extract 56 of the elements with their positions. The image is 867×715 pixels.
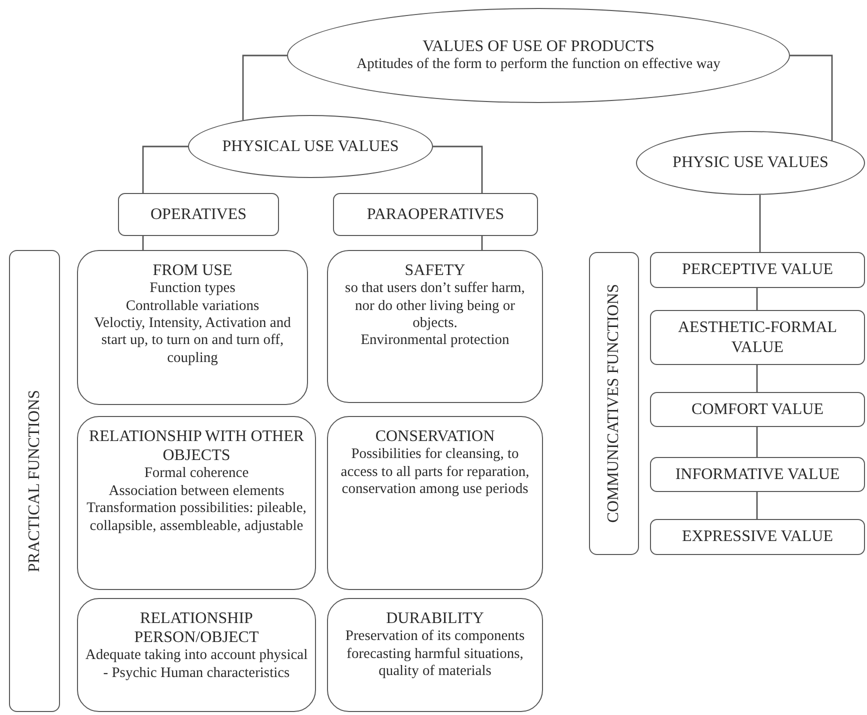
- node-heading: PHYSIC USE VALUES: [672, 153, 828, 173]
- connector-line: [142, 146, 188, 193]
- connector-line: [756, 427, 758, 457]
- node-heading: DURABILITY: [386, 609, 484, 628]
- node-text: Possibilities for cleansing, to access to all parts for reparation, conservation among use periods: [340, 446, 530, 498]
- connector-line: [759, 194, 761, 252]
- connector-line: [756, 288, 758, 310]
- connector-line: [433, 146, 483, 193]
- node-heading: COMFORT VALUE: [692, 400, 824, 420]
- node-text: so that users don’t suffer harm, nor do other living being or objects.: [344, 280, 526, 332]
- rounded-box: [327, 250, 543, 403]
- connector-line: [790, 54, 833, 141]
- rounded-box: [327, 416, 543, 590]
- vertical-label: PRACTICAL FUNCTIONS: [26, 390, 44, 572]
- vertical-band: [9, 250, 60, 712]
- rounded-box: [77, 598, 316, 712]
- node-heading: EXPRESSIVE VALUE: [682, 527, 833, 547]
- connector-line: [142, 236, 144, 250]
- connector-line: [756, 365, 758, 392]
- node-text: Aptitudes of the form to perform the function on effective way: [356, 56, 720, 74]
- node-text: Veloctiy, Intensity, Activation and start up, to turn on and turn off, coupling: [93, 314, 292, 368]
- connector-line: [481, 236, 483, 250]
- rounded-box: [77, 416, 316, 590]
- node-heading: PHYSICAL USE VALUES: [222, 136, 399, 156]
- rounded-box: [650, 252, 865, 288]
- rounded-box: [118, 193, 279, 236]
- vertical-label: COMMUNICATIVES FUNCTIONS: [605, 284, 623, 523]
- node-text: Formal coherence: [144, 465, 249, 483]
- node-text: Transformation possibilities: pileable, collapsible, assembleable, adjustable: [86, 500, 308, 535]
- node-text: Adequate taking into account physical - Psychic Human characteristics: [84, 647, 309, 682]
- rounded-box: [77, 250, 308, 405]
- node-text: Controllable variations: [126, 298, 260, 315]
- connector-line: [242, 54, 287, 120]
- node-heading: SAFETY: [404, 261, 466, 280]
- node-heading: OPERATIVES: [150, 204, 246, 224]
- rounded-box: [650, 457, 865, 492]
- node-text: Environmental protection: [360, 332, 510, 350]
- node-text: Association between elements: [108, 482, 284, 500]
- connector-line: [756, 492, 758, 519]
- vertical-band: [589, 252, 639, 555]
- node-text: Preservation of its components forecasting harmful situations, quality of materials: [344, 628, 526, 680]
- node-text: Function types: [150, 280, 236, 298]
- node-heading: RELATIONSHIP WITH OTHER OBJECTS: [88, 427, 306, 466]
- node-heading: FROM USE: [152, 261, 232, 280]
- rounded-box: [650, 519, 865, 555]
- node-heading: INFORMATIVE VALUE: [675, 464, 840, 484]
- rounded-box: [650, 310, 865, 365]
- node-heading: CONSERVATION: [375, 427, 495, 446]
- rounded-box: [650, 392, 865, 427]
- node-heading: PARAOPERATIVES: [366, 204, 504, 224]
- rounded-box: [333, 193, 538, 236]
- node-heading: RELATIONSHIP PERSON/OBJECT: [133, 609, 260, 648]
- node-heading: VALUES OF USE OF PRODUCTS: [422, 37, 654, 56]
- rounded-box: [327, 598, 543, 712]
- node-heading: AESTHETIC-FORMAL VALUE: [676, 318, 838, 357]
- node-heading: PERCEPTIVE VALUE: [682, 260, 833, 280]
